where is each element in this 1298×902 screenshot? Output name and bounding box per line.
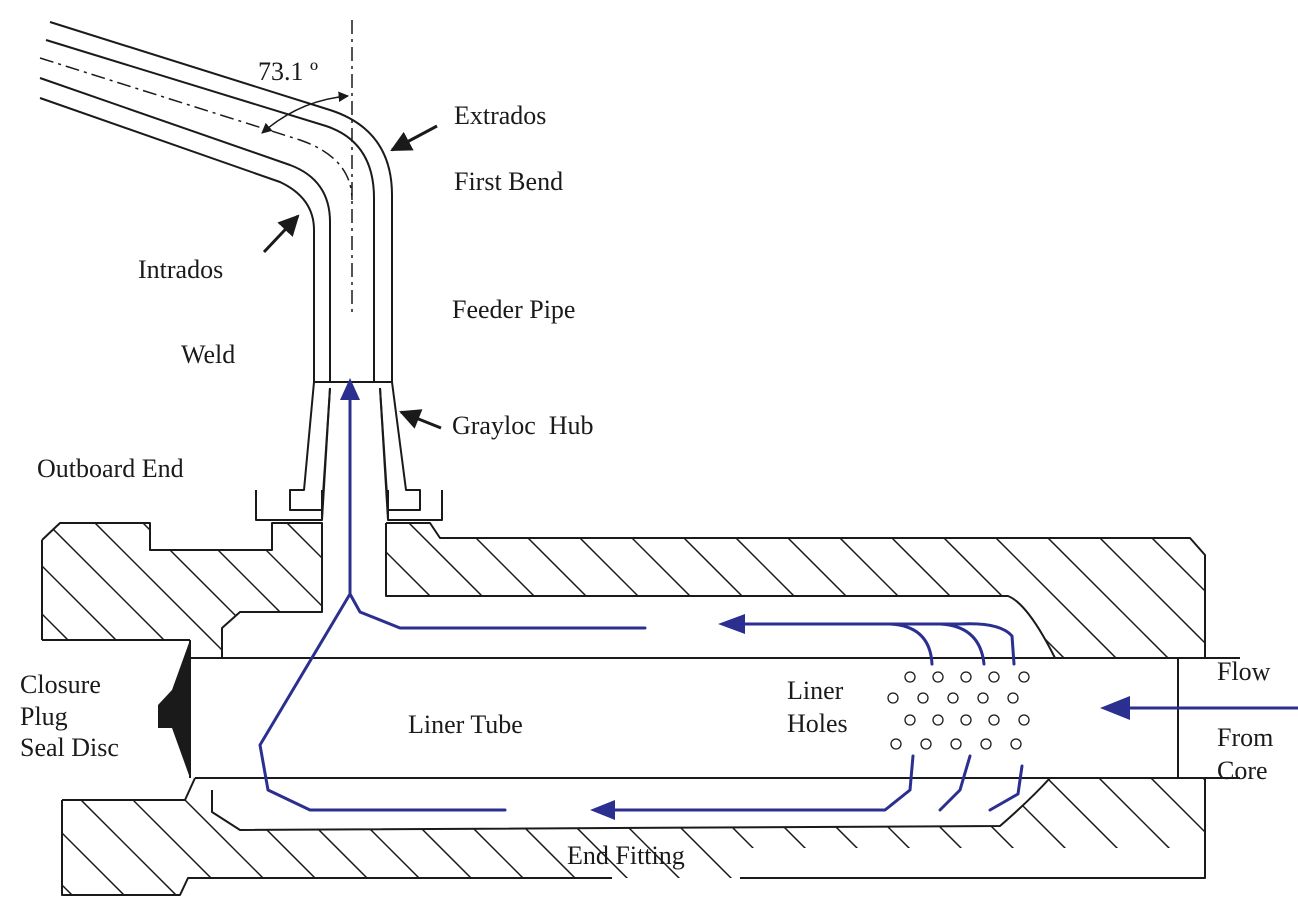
end-fitting-top — [0, 520, 1206, 660]
hatch-line — [471, 778, 598, 895]
liner-hole — [904, 671, 916, 683]
feeder-pipe — [39, 20, 393, 383]
hatch-line — [679, 778, 806, 895]
extrados-arrow — [390, 124, 438, 152]
label-grayloc-hub: Grayloc Hub — [452, 411, 594, 440]
flow-path-upper — [258, 592, 647, 812]
hatch-line — [627, 778, 754, 895]
hatch-line — [1199, 778, 1205, 895]
hatch-line — [783, 778, 910, 895]
hatch-line — [419, 778, 546, 895]
hatch-line — [835, 778, 962, 895]
angle-arc — [261, 91, 350, 134]
grayloc-hub — [255, 381, 443, 521]
hatch-line — [159, 778, 286, 895]
hatch-line — [367, 778, 494, 895]
hatch-line — [1185, 523, 1205, 658]
intrados-arrow — [262, 214, 300, 254]
label-weld: Weld — [181, 340, 235, 369]
liner-hole — [904, 714, 916, 726]
liner-hole — [1007, 692, 1019, 704]
hatch-line — [457, 523, 599, 658]
hatch-line — [62, 778, 130, 895]
end-fitting-bottom — [0, 775, 1206, 900]
hatch-line — [613, 523, 755, 658]
liner-hole — [960, 671, 972, 683]
label-extrados: Extrados — [454, 101, 546, 130]
label-closure: Closure — [20, 670, 101, 699]
hatch-line — [821, 523, 963, 658]
label-liner-tube: Liner Tube — [408, 710, 523, 739]
label-liner: Liner — [787, 676, 844, 705]
label-outboard-end: Outboard End — [37, 454, 184, 483]
hatch-line — [939, 778, 1066, 895]
liner-hole — [977, 692, 989, 704]
hatch-line — [0, 775, 25, 900]
hatch-line — [509, 523, 651, 658]
liner-hole — [932, 714, 944, 726]
liner-hole — [917, 692, 929, 704]
label-holes: Holes — [787, 709, 848, 738]
label-core: Core — [1217, 756, 1268, 785]
hatch-line — [731, 778, 858, 895]
hatch-line — [43, 523, 185, 658]
liner-hole — [950, 738, 962, 750]
liner-hole — [960, 714, 972, 726]
liner-hole — [932, 671, 944, 683]
liner-holes — [887, 671, 1030, 750]
hatch-line — [62, 778, 182, 895]
hatch-line — [42, 523, 137, 658]
hatch-line — [1133, 523, 1205, 658]
hatch-line — [717, 523, 859, 658]
label-first-bend: First Bend — [454, 167, 563, 196]
liner-hole — [980, 738, 992, 750]
liner-hole — [947, 692, 959, 704]
hatch-line — [1147, 778, 1205, 895]
hatch-line — [991, 778, 1118, 895]
hatch-line — [315, 778, 442, 895]
label-intrados: Intrados — [138, 255, 223, 284]
label-end-fitting: End Fitting — [567, 841, 685, 870]
hatch-line — [575, 778, 702, 895]
label-from: From — [1217, 723, 1273, 752]
liner-hole — [1018, 671, 1030, 683]
hatch-line — [107, 778, 234, 895]
hatch-line — [91, 523, 233, 658]
hatch-line — [523, 778, 650, 895]
hatch-line — [0, 520, 40, 660]
label-plug: Plug — [20, 702, 68, 731]
liner-tube — [190, 657, 1240, 779]
liner-hole — [988, 714, 1000, 726]
liner-hole — [988, 671, 1000, 683]
angle-label: 73.1 º — [258, 57, 318, 86]
hatch-line — [42, 523, 89, 658]
hatch-line — [405, 523, 547, 658]
hatch-line — [263, 778, 390, 895]
hatch-line — [769, 523, 911, 658]
hatch-line — [1081, 523, 1205, 658]
closure-plug — [158, 640, 191, 778]
hatch-line — [873, 523, 1015, 658]
hatch-line — [561, 523, 703, 658]
label-feeder-pipe: Feeder Pipe — [452, 295, 575, 324]
liner-hole — [920, 738, 932, 750]
hatch-line — [977, 523, 1119, 658]
coolant-flow-paths — [258, 378, 1298, 820]
liner-hole — [890, 738, 902, 750]
liner-hole — [1018, 714, 1030, 726]
hatch-line — [1095, 778, 1205, 895]
grayloc-hub-arrow — [399, 409, 442, 430]
hatch-line — [1029, 523, 1171, 658]
liner-hole — [1010, 738, 1022, 750]
hatch-line — [283, 523, 322, 658]
hatch-line — [665, 523, 807, 658]
liner-hole — [887, 692, 899, 704]
hatch-line — [1043, 778, 1170, 895]
hatch-line — [386, 523, 495, 658]
label-seal-disc: Seal Disc — [20, 733, 119, 762]
label-flow: Flow — [1217, 657, 1271, 686]
